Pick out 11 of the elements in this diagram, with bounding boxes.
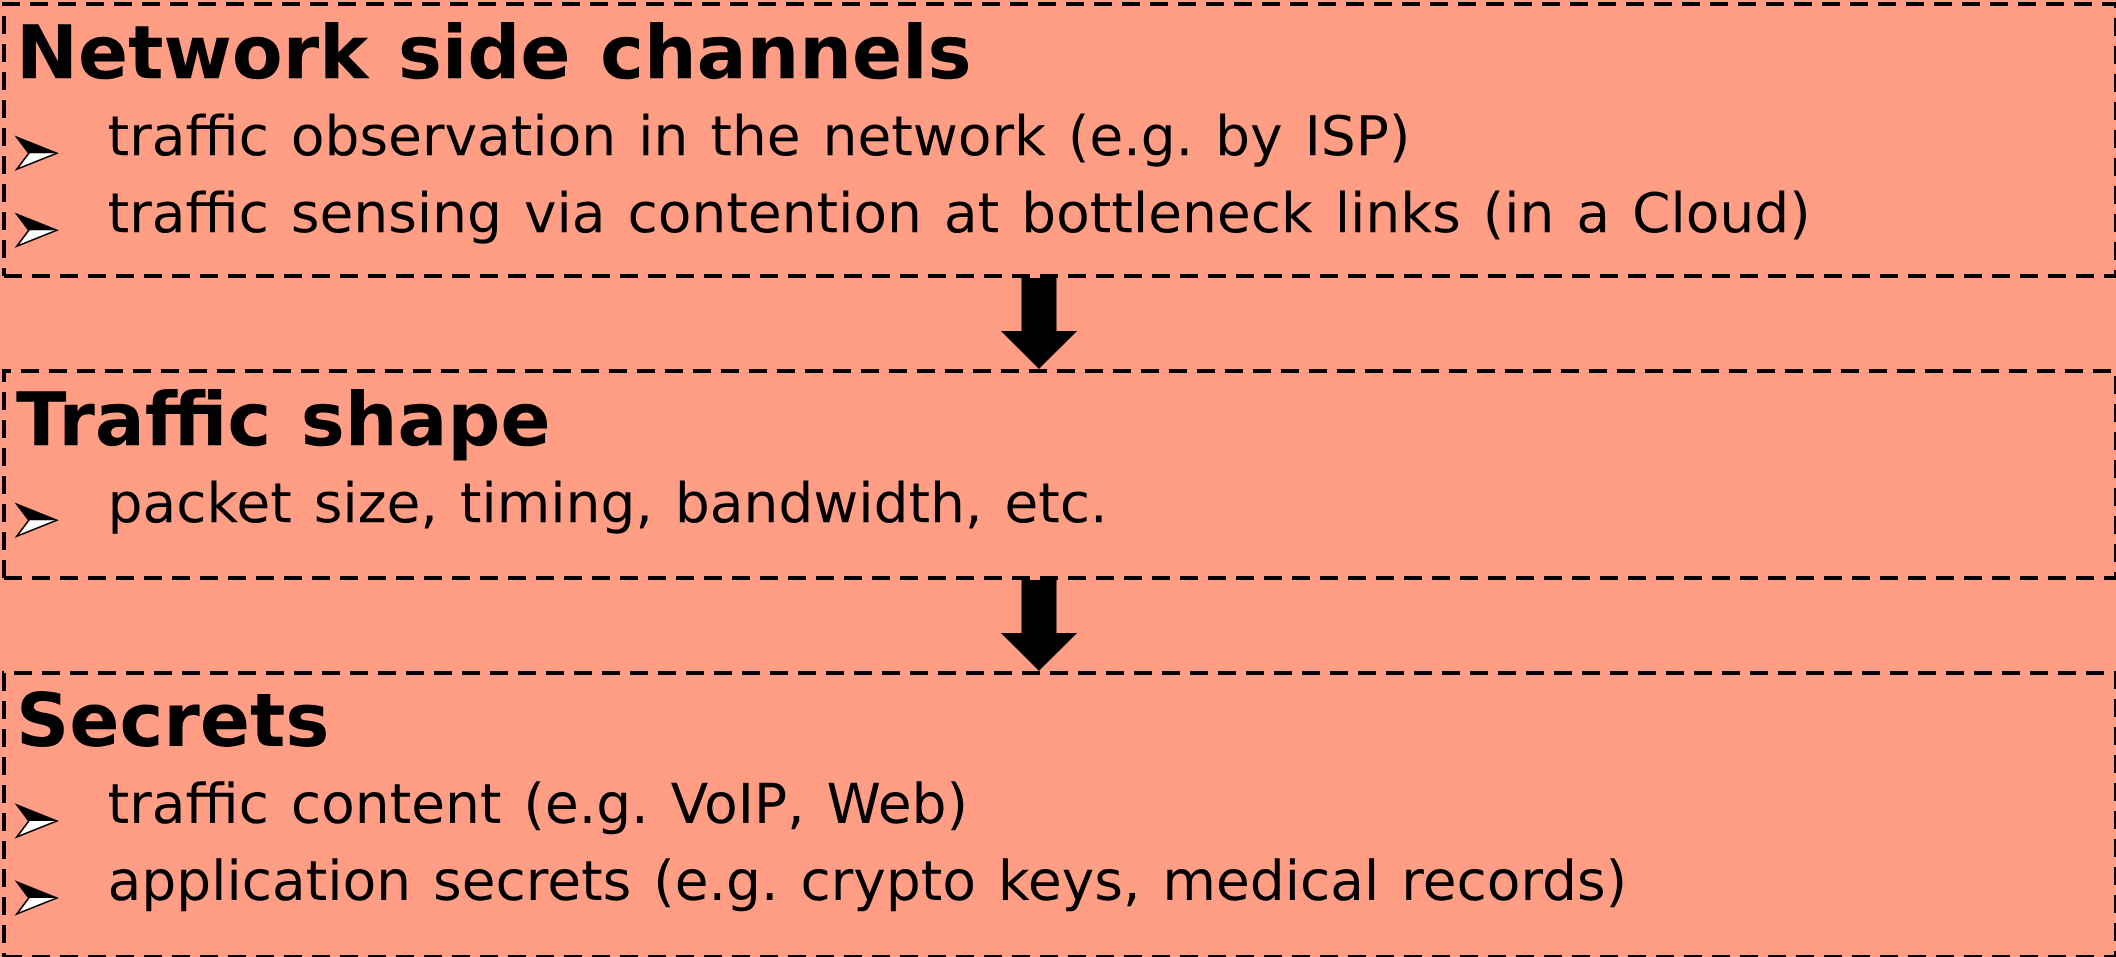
bullet-text: traffic observation in the network (e.g. by ISP) [109,113,1406,167]
bullet-text: traffic sensing via contention at bottleneck links (in a Cloud) [109,190,1806,244]
bullet-text: application secrets (e.g. crypto keys, medical records) [110,858,1623,912]
heading: Secrets [21,691,326,747]
dashed-box [2,671,2116,957]
bullet-text: traffic content (e.g. VoIP, Web) [109,781,964,835]
heading: Traffic shape [16,389,547,461]
dashed-box [2,2,2116,278]
heading: Network side channels [22,22,969,80]
dashed-box [2,369,2116,580]
bullet-text: packet size, timing, bandwidth, etc. [112,480,1102,534]
